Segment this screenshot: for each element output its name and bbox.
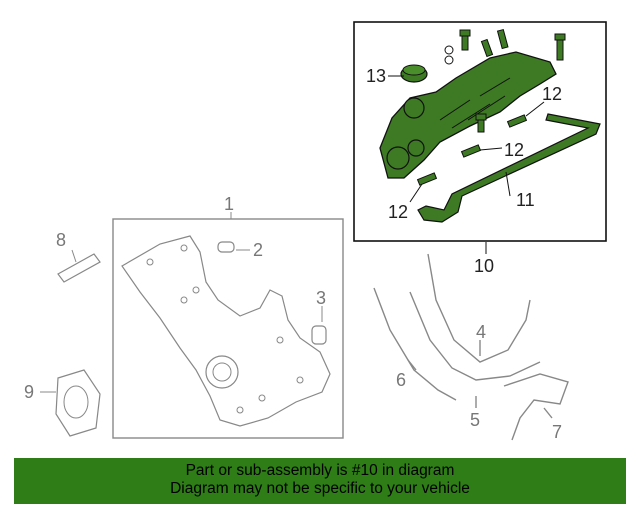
sealant-tube-group: 8 — [56, 230, 101, 283]
callout-3: 3 — [316, 288, 326, 308]
dowel-pin-3[interactable] — [311, 325, 327, 345]
seal-rings — [444, 45, 454, 65]
callout-5: 5 — [470, 410, 480, 430]
callout-10: 10 — [474, 256, 494, 276]
callout-2: 2 — [253, 240, 263, 260]
timing-cover[interactable] — [121, 235, 331, 427]
callout-4: 4 — [476, 322, 486, 342]
sealant-tube[interactable] — [57, 253, 101, 283]
callout-11: 11 — [516, 190, 535, 210]
callout-12-upper: 12 — [542, 84, 562, 104]
callout-7: 7 — [552, 422, 562, 442]
dowel-pin-2[interactable] — [217, 241, 235, 253]
callout-1: 1 — [224, 194, 234, 214]
callout-12-lower: 12 — [388, 202, 408, 222]
timing-cover-group: 1 2 3 — [112, 194, 344, 439]
spark-plug-tube-seals[interactable] — [416, 114, 528, 186]
front-seal-group: 9 — [24, 369, 101, 437]
assembly-10-frame — [353, 21, 607, 242]
cover-port-front — [386, 146, 410, 170]
assembly-note-banner: Part or sub-assembly is #10 in diagram D… — [14, 458, 626, 504]
callout-13: 13 — [366, 66, 386, 86]
oil-filler-port — [403, 97, 425, 119]
gasket-6[interactable] — [373, 287, 457, 401]
cover-bolts[interactable] — [459, 28, 566, 133]
assembly-leaders — [388, 75, 545, 254]
callout-9: 9 — [24, 382, 34, 402]
timing-cover-frame — [112, 218, 344, 439]
valve-cover-gasket[interactable] — [417, 113, 601, 223]
cover-ribs — [439, 77, 511, 129]
gasket-4[interactable] — [427, 253, 531, 363]
callout-8: 8 — [56, 230, 66, 250]
cover-port-rear — [407, 139, 425, 157]
callout-6: 6 — [396, 370, 406, 390]
gasket-5[interactable] — [409, 291, 541, 381]
oil-filler-cap-top — [402, 64, 426, 76]
banner-line-2: Diagram may not be specific to your vehi… — [170, 480, 470, 497]
callout-12-middle: 12 — [504, 140, 524, 160]
valve-cover-assembly-group[interactable]: 13 12 12 11 12 10 — [353, 21, 607, 276]
timing-gaskets-group — [373, 253, 569, 441]
cover-bolt-holes — [146, 244, 304, 414]
gasket-7[interactable] — [503, 373, 569, 441]
banner-line-1: Part or sub-assembly is #10 in diagram — [185, 462, 455, 479]
